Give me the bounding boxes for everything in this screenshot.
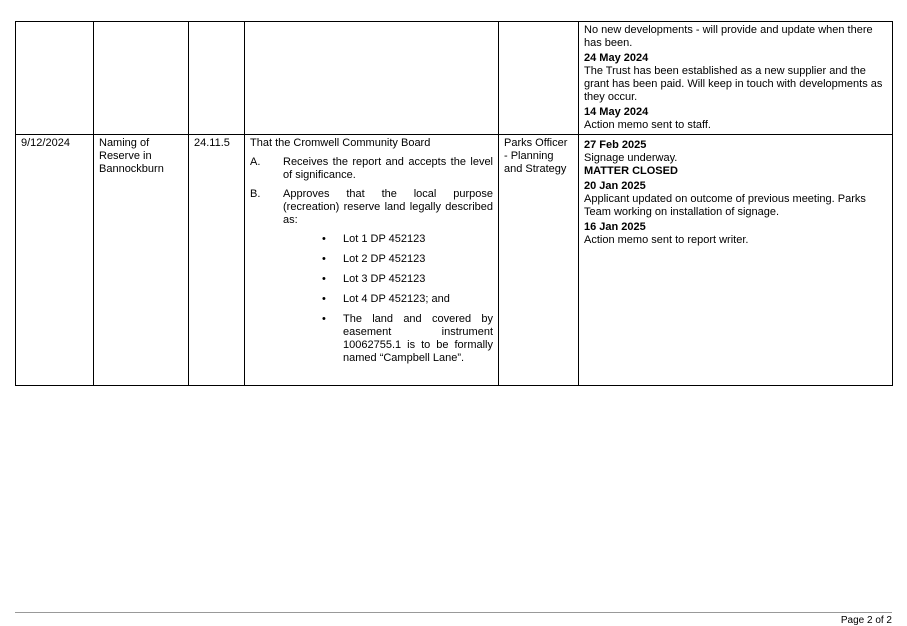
table-row: 9/12/2024 Naming of Reserve in Bannockbu… [15,134,893,386]
ref-cell: 24.11.5 [188,134,245,386]
bullet-icon: • [322,293,326,305]
item-text: Receives the report and accepts the leve… [283,156,493,181]
officer-cell [498,21,579,135]
item-text: Approves that the local purpose (recreat… [283,188,493,226]
subject-cell [93,21,189,135]
lot-list: •Lot 1 DP 452123 •Lot 2 DP 452123 •Lot 3… [250,233,493,365]
update-text: Action memo sent to staff. [584,119,711,131]
updates-cell: No new developments - will provide and u… [578,21,893,135]
resolution-cell [244,21,499,135]
bullet-icon: • [322,313,326,325]
officer-text: Parks Officer - Planning and Strategy [504,137,568,175]
lot-item: •Lot 4 DP 452123; and [322,293,450,305]
bullet-icon: • [322,273,326,285]
status-text: MATTER CLOSED [584,165,678,177]
subject-text: Naming of Reserve in Bannockburn [99,137,164,175]
page-number: Page 2 of 2 [840,615,892,626]
footer-divider [15,612,892,613]
update-date: 27 Feb 2025 [584,139,647,151]
lot-item: •The land and covered by easement instru… [322,313,493,364]
table-row: No new developments - will provide and u… [15,21,893,135]
update-text: Signage underway. [584,152,678,164]
meeting-date-cell: 9/12/2024 [15,134,94,386]
meeting-date-cell [15,21,94,135]
lot-item: •Lot 2 DP 452123 [322,253,426,265]
update-text: The Trust has been established as a new … [584,65,883,103]
resolution-intro: That the Cromwell Community Board [250,137,431,149]
resolution-cell: That the Cromwell Community Board A. Rec… [244,134,499,386]
resolution-item: B. Approves that the local purpose (recr… [250,188,493,227]
ref-number: 24.11.5 [194,137,230,149]
resolution-item: A. Receives the report and accepts the l… [250,156,493,182]
bullet-icon: • [322,253,326,265]
meeting-date: 9/12/2024 [21,137,70,149]
item-letter: B. [250,188,261,200]
update-date: 24 May 2024 [584,52,649,64]
update-date: 14 May 2024 [584,106,649,118]
bullet-icon: • [322,233,326,245]
update-text: No new developments - will provide and u… [584,24,873,49]
item-letter: A. [250,156,261,168]
update-date: 16 Jan 2025 [584,221,646,233]
lot-item: •Lot 3 DP 452123 [322,273,426,285]
ref-cell [188,21,245,135]
updates-cell: 27 Feb 2025 Signage underway. MATTER CLO… [578,134,893,386]
update-date: 20 Jan 2025 [584,180,646,192]
lot-item: •Lot 1 DP 452123 [322,233,426,245]
update-text: Applicant updated on outcome of previous… [584,193,866,218]
update-text: Action memo sent to report writer. [584,234,749,246]
subject-cell: Naming of Reserve in Bannockburn [93,134,189,386]
officer-cell: Parks Officer - Planning and Strategy [498,134,579,386]
action-table: No new developments - will provide and u… [15,21,893,386]
